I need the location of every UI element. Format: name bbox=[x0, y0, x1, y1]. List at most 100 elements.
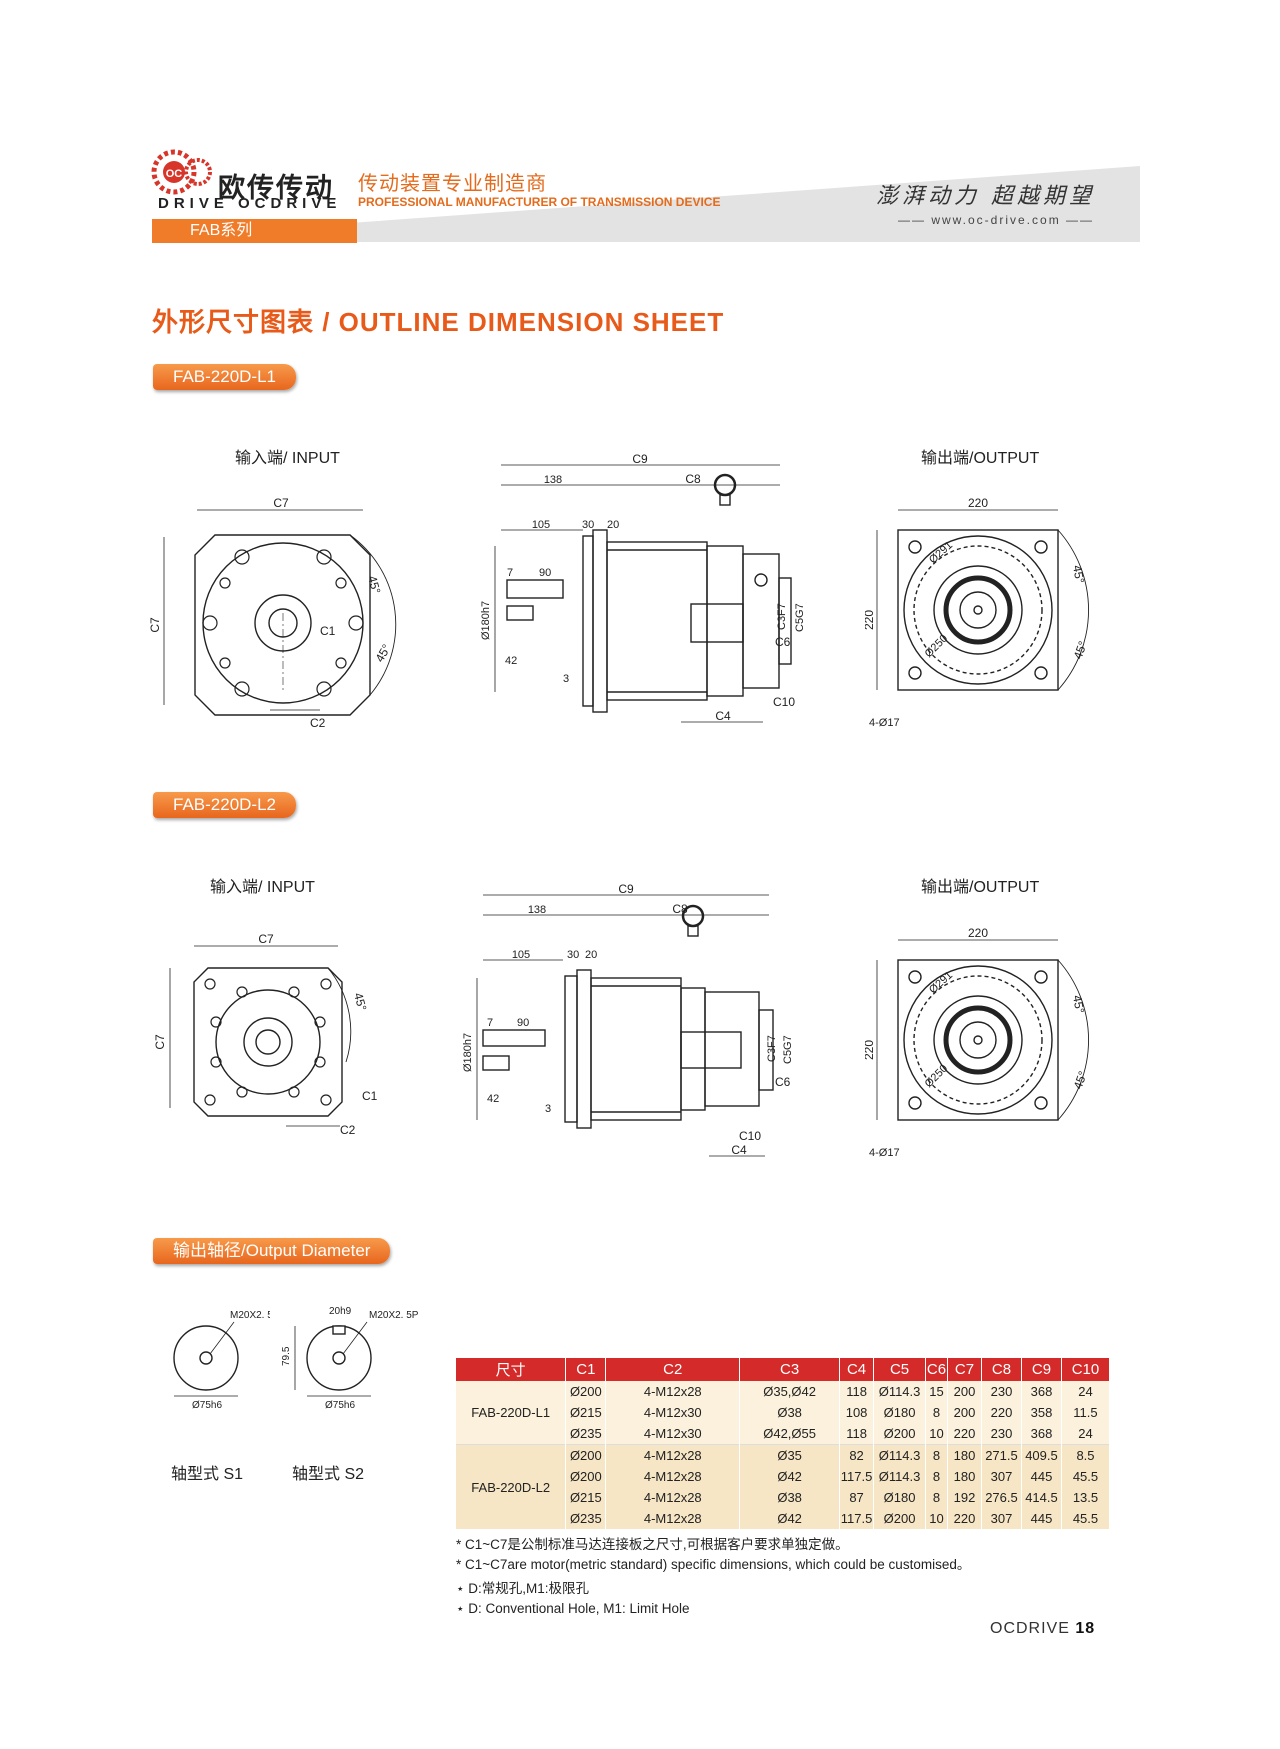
table-cell: Ø114.3 bbox=[873, 1466, 927, 1487]
footer-brand: OCDRIVE bbox=[990, 1620, 1070, 1637]
input-label-l2: 输入端/ INPUT bbox=[210, 879, 315, 896]
table-cell: 358 bbox=[1021, 1402, 1062, 1423]
notes-block: * C1~C7是公制标准马达连接板之尺寸,可根据客户要求单独定做。 * C1~C… bbox=[456, 1535, 970, 1619]
table-cell: 307 bbox=[981, 1508, 1022, 1529]
svg-text:7: 7 bbox=[487, 1017, 493, 1029]
svg-text:45°: 45° bbox=[1071, 639, 1090, 661]
svg-text:C5G7: C5G7 bbox=[794, 603, 806, 632]
dimension-table: 尺寸 C1 C2 C3 C4 C5 C6 C7 C8 C9 C10 FAB-22… bbox=[456, 1358, 1111, 1529]
svg-text:Ø75h6: Ø75h6 bbox=[192, 1400, 222, 1410]
svg-text:C5G7: C5G7 bbox=[782, 1035, 794, 1064]
svg-text:4-Ø17: 4-Ø17 bbox=[869, 1147, 900, 1159]
svg-text:105: 105 bbox=[532, 519, 550, 531]
table-row: Ø235 4-M12x28 Ø42 117.5 Ø200 10 220 307 … bbox=[456, 1508, 1111, 1529]
svg-text:Ø75h6: Ø75h6 bbox=[325, 1400, 355, 1410]
table-cell: Ø235 bbox=[565, 1508, 607, 1529]
table-cell: Ø38 bbox=[739, 1402, 841, 1423]
note-line: ⋆ D: Conventional Hole, M1: Limit Hole bbox=[456, 1601, 690, 1616]
svg-text:C4: C4 bbox=[715, 709, 731, 723]
table-cell: 4-M12x28 bbox=[605, 1381, 741, 1402]
svg-text:220: 220 bbox=[865, 610, 876, 630]
svg-text:3: 3 bbox=[545, 1103, 551, 1115]
table-row: Ø235 4-M12x30 Ø42,Ø55 118 Ø200 10 220 23… bbox=[456, 1423, 1111, 1445]
svg-text:C6: C6 bbox=[775, 635, 791, 649]
company-logo: OC bbox=[151, 149, 212, 195]
svg-text:90: 90 bbox=[517, 1017, 529, 1029]
svg-text:45°: 45° bbox=[1070, 994, 1087, 1015]
section-tag-l2: FAB-220D-L2 bbox=[153, 792, 296, 818]
table-header: C1 bbox=[565, 1358, 607, 1381]
table-header: C2 bbox=[605, 1358, 741, 1381]
table-cell: 220 bbox=[947, 1508, 982, 1529]
svg-text:Ø291: Ø291 bbox=[927, 539, 955, 566]
table-cell: 220 bbox=[947, 1423, 982, 1445]
table-cell: 11.5 bbox=[1061, 1402, 1111, 1423]
svg-text:45°: 45° bbox=[1071, 1069, 1090, 1091]
table-cell: 445 bbox=[1021, 1508, 1062, 1529]
svg-text:C9: C9 bbox=[632, 452, 648, 466]
svg-text:90: 90 bbox=[539, 567, 551, 579]
table-cell: 82 bbox=[839, 1444, 875, 1466]
svg-text:30: 30 bbox=[567, 949, 579, 961]
table-cell: Ø35 bbox=[739, 1444, 841, 1466]
table-cell: 414.5 bbox=[1021, 1487, 1062, 1508]
table-cell: Ø180 bbox=[873, 1402, 927, 1423]
svg-text:C3F7: C3F7 bbox=[776, 603, 788, 630]
table-cell: 10 bbox=[925, 1508, 949, 1529]
table-cell: 24 bbox=[1061, 1423, 1111, 1445]
table-cell: 307 bbox=[981, 1466, 1022, 1487]
model-cell: FAB-220D-L1 bbox=[456, 1381, 567, 1445]
table-header: C9 bbox=[1021, 1358, 1062, 1381]
table-cell: 118 bbox=[839, 1381, 875, 1402]
svg-text:45°: 45° bbox=[1070, 564, 1087, 585]
table-cell: 4-M12x28 bbox=[605, 1466, 741, 1487]
svg-text:C8: C8 bbox=[685, 472, 701, 486]
svg-text:20h9: 20h9 bbox=[329, 1306, 352, 1317]
table-cell: Ø200 bbox=[873, 1423, 927, 1445]
shaft-s1-drawing: M20X2. 5P Ø75h6 bbox=[160, 1300, 270, 1410]
l1-side-view: C9 138 C8 105 30 20 7 90 Ø180h7 42 3 C3F… bbox=[455, 450, 815, 745]
logo-mark: OC bbox=[166, 168, 183, 180]
svg-text:138: 138 bbox=[528, 904, 546, 916]
section-tag-l1: FAB-220D-L1 bbox=[153, 364, 296, 390]
table-cell: 230 bbox=[981, 1423, 1022, 1445]
section-tag-output-diameter: 输出轴径/Output Diameter bbox=[153, 1238, 391, 1264]
table-header: C3 bbox=[739, 1358, 841, 1381]
table-cell: 368 bbox=[1021, 1423, 1062, 1445]
table-cell: Ø235 bbox=[565, 1423, 607, 1445]
table-cell: 180 bbox=[947, 1444, 982, 1466]
l2-output-view: 220 220 45° 45° Ø291 Ø250 4-Ø17 bbox=[865, 920, 1130, 1165]
svg-text:C1: C1 bbox=[320, 624, 336, 638]
table-cell: 4-M12x28 bbox=[605, 1487, 741, 1508]
svg-text:42: 42 bbox=[487, 1093, 499, 1105]
shaft-s1-label: 轴型式 S1 bbox=[171, 1466, 244, 1483]
table-cell: 368 bbox=[1021, 1381, 1062, 1402]
note-line: * C1~C7是公制标准马达连接板之尺寸,可根据客户要求单独定做。 bbox=[456, 1537, 849, 1552]
l1-input-view: C7 C7 45° 45° C1 C2 bbox=[150, 495, 415, 735]
table-cell: Ø114.3 bbox=[873, 1381, 927, 1402]
svg-text:45°: 45° bbox=[372, 642, 393, 665]
svg-text:Ø180h7: Ø180h7 bbox=[462, 1033, 474, 1072]
table-row: FAB-220D-L2 Ø200 4-M12x28 Ø35 82 Ø114.3 … bbox=[456, 1444, 1111, 1529]
shaft-s2-label: 轴型式 S2 bbox=[292, 1466, 365, 1483]
slogan: 澎湃动力 超越期望 bbox=[876, 184, 1095, 209]
series-label: FAB系列 bbox=[152, 219, 357, 243]
svg-text:20: 20 bbox=[607, 519, 619, 531]
table-cell: 13.5 bbox=[1061, 1487, 1111, 1508]
table-cell: Ø42 bbox=[739, 1508, 841, 1529]
table-cell: Ø180 bbox=[873, 1487, 927, 1508]
output-label-l1: 输出端/OUTPUT bbox=[921, 450, 1040, 467]
table-row: FAB-220D-L1 Ø200 4-M12x28 Ø35,Ø42 118 Ø1… bbox=[456, 1381, 1111, 1445]
page-footer: OCDRIVE 18 bbox=[990, 1620, 1095, 1638]
page-number: 18 bbox=[1075, 1620, 1096, 1637]
svg-text:M20X2. 5P: M20X2. 5P bbox=[369, 1310, 419, 1321]
svg-text:138: 138 bbox=[544, 474, 562, 486]
tagline-cn: 传动装置专业制造商 bbox=[358, 173, 547, 195]
table-cell: 445 bbox=[1021, 1466, 1062, 1487]
table-cell: Ø215 bbox=[565, 1487, 607, 1508]
svg-text:C2: C2 bbox=[340, 1123, 356, 1137]
svg-text:4-Ø17: 4-Ø17 bbox=[869, 717, 900, 729]
table-header: C5 bbox=[873, 1358, 927, 1381]
table-header-row: 尺寸 C1 C2 C3 C4 C5 C6 C7 C8 C9 C10 bbox=[456, 1358, 1111, 1381]
table-cell: 45.5 bbox=[1061, 1466, 1111, 1487]
